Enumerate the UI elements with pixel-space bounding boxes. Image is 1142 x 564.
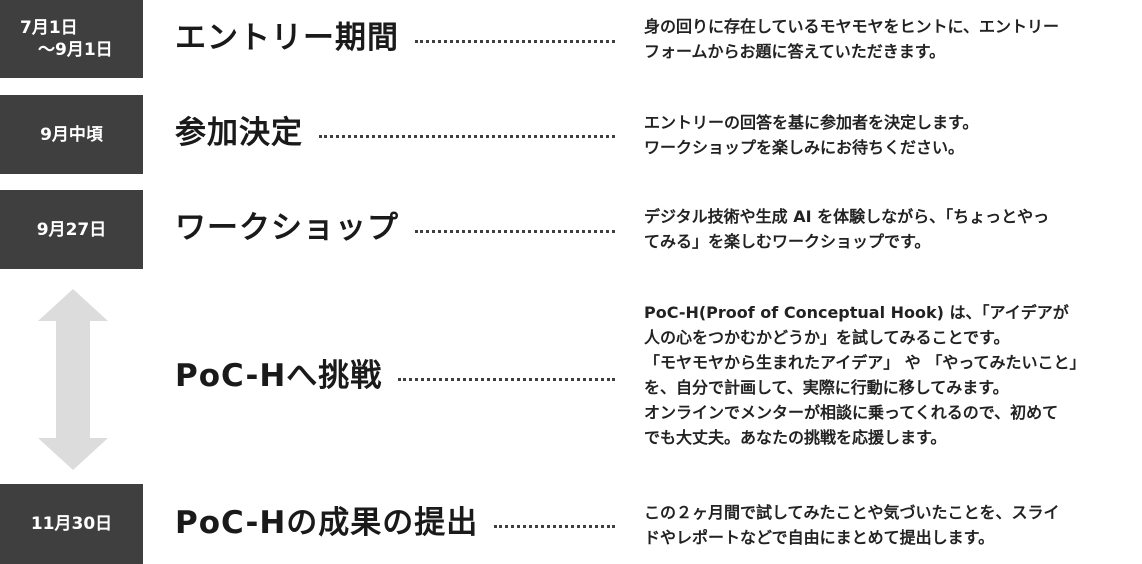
step-description-entry: 身の回りに存在しているモヤモヤをヒントに、エントリー フォームからお題に答えてい…	[644, 14, 1138, 64]
step-title-submission: PoC-Hの成果の提出	[175, 505, 479, 541]
dotted-leader	[494, 524, 615, 528]
desc-line: でも大丈夫。あなたの挑戦を応援します。	[644, 428, 947, 447]
title-challenge-wrap: PoC-Hへ挑戦	[175, 356, 615, 396]
date-badge-decision: 9月中頃	[0, 95, 143, 174]
date-badge-workshop: 9月27日	[0, 190, 143, 269]
step-description-decision: エントリーの回答を基に参加者を決定します。 ワークショップを楽しみにお待ちくださ…	[644, 110, 1138, 160]
desc-line: てみる」を楽しむワークショップです。	[644, 232, 931, 251]
date-line-1: 11月30日	[30, 514, 113, 534]
desc-line: PoC-H(Proof of Conceptual Hook) は、「アイデアが	[644, 303, 1069, 322]
desc-line: フォームからお題に答えていただきます。	[644, 42, 946, 61]
step-title-workshop: ワークショップ	[175, 210, 399, 246]
step-description-workshop: デジタル技術や生成 AI を体験しながら、「ちょっとやっ てみる」を楽しむワーク…	[644, 204, 1138, 254]
title-workshop-wrap: ワークショップ	[175, 208, 615, 248]
step-title-decision: 参加決定	[175, 115, 303, 151]
desc-line: 人の心をつかむかどうか」を試してみることです。	[644, 328, 1010, 347]
date-line-2: ～9月1日	[38, 40, 113, 60]
date-badge-entry: 7月1日 ～9月1日	[0, 0, 143, 78]
title-submission-wrap: PoC-Hの成果の提出	[175, 503, 615, 543]
double-arrow-vertical-icon	[38, 289, 108, 470]
desc-line: 「モヤモヤから生まれたアイデア」 や 「やってみたいこと」	[644, 353, 1086, 372]
desc-line: デジタル技術や生成 AI を体験しながら、「ちょっとやっ	[644, 207, 1050, 226]
date-line-1: 7月1日	[20, 18, 78, 38]
step-title-entry: エントリー期間	[175, 20, 399, 56]
desc-line: を、自分で計画して、実際に行動に移してみます。	[644, 378, 1009, 397]
desc-line: オンラインでメンターが相談に乗ってくれるので、初めて	[644, 403, 1059, 422]
desc-line: 身の回りに存在しているモヤモヤをヒントに、エントリー	[644, 17, 1060, 36]
date-badge-submission: 11月30日	[0, 484, 143, 564]
desc-line: ワークショップを楽しみにお待ちください。	[644, 138, 965, 157]
desc-line: エントリーの回答を基に参加者を決定します。	[644, 113, 979, 132]
step-description-challenge: PoC-H(Proof of Conceptual Hook) は、「アイデアが…	[644, 300, 1138, 450]
step-title-challenge: PoC-Hへ挑戦	[175, 358, 383, 394]
dotted-leader	[415, 229, 615, 233]
dotted-leader	[319, 134, 615, 138]
title-decision-wrap: 参加決定	[175, 113, 615, 153]
desc-line: この２ヶ月間で試してみたことや気づいたことを、スライ	[644, 503, 1060, 522]
title-entry-wrap: エントリー期間	[175, 18, 615, 58]
desc-line: ドやレポートなどで自由にまとめて提出します。	[644, 528, 995, 547]
dotted-leader	[415, 39, 615, 43]
step-description-submission: この２ヶ月間で試してみたことや気づいたことを、スライ ドやレポートなどで自由にま…	[644, 500, 1138, 550]
date-line-1: 9月中頃	[40, 124, 103, 145]
dotted-leader	[398, 377, 615, 381]
date-line-1: 9月27日	[36, 219, 107, 240]
